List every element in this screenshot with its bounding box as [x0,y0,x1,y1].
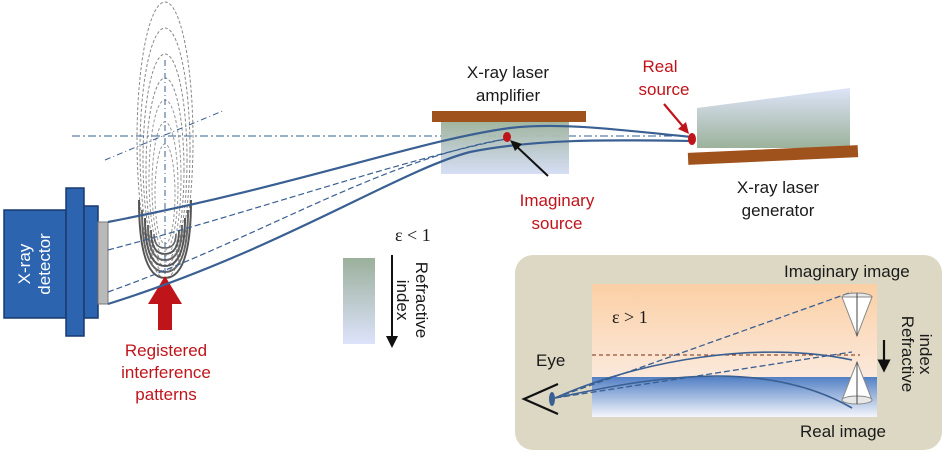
inset-refractive-label-line2: index [916,334,935,375]
detector-label-line1: X-ray [15,243,34,284]
imaginary-source-label-line2: source [531,214,582,233]
refractive-label-line2: index [393,280,412,321]
real-image-label: Real image [800,422,886,441]
detector-label-line2: detector [35,233,54,295]
imaginary-source-point [503,132,511,142]
epsilon-greater-label: ε > 1 [612,307,648,327]
eye-icon [521,382,559,416]
amplifier-label-line2: amplifier [476,86,541,105]
epsilon-less-label: ε < 1 [395,225,431,245]
patterns-label-line3: patterns [135,385,196,404]
generator-label-line1: X-ray laser [737,178,820,197]
refractive-label-line1: Refractive [412,262,431,339]
amplifier-label-line1: X-ray laser [467,63,550,82]
generator-label-line2: generator [742,201,815,220]
real-source-label-line2: source [638,80,689,99]
real-image-icon [841,360,873,405]
patterns-label-line2: interference [121,363,211,382]
imaginary-source-label-line1: Imaginary [520,191,595,210]
x-ray-beams [107,124,693,306]
eye-label: Eye [536,351,565,370]
x-ray-laser-amplifier [432,111,586,174]
pattern-pointer-arrow [148,276,182,330]
x-ray-detector: X-ray detector [3,187,109,337]
imaginary-image-icon [841,292,873,338]
real-source-point [688,133,696,145]
inset-refractive-label-line1: Refractive [898,316,917,393]
x-ray-laser-generator [687,88,859,165]
real-source-label-line1: Real [643,57,678,76]
imaginary-image-label: Imaginary image [784,262,910,281]
patterns-label-line1: Registered [125,341,207,360]
imaginary-source-arrow [513,143,549,177]
mirage-inset: Eye ε > 1 Imaginary image Real image Ref… [515,255,942,450]
interference-pattern [104,1,226,290]
refractive-index-legend: ε < 1 Refractive index [343,225,431,348]
